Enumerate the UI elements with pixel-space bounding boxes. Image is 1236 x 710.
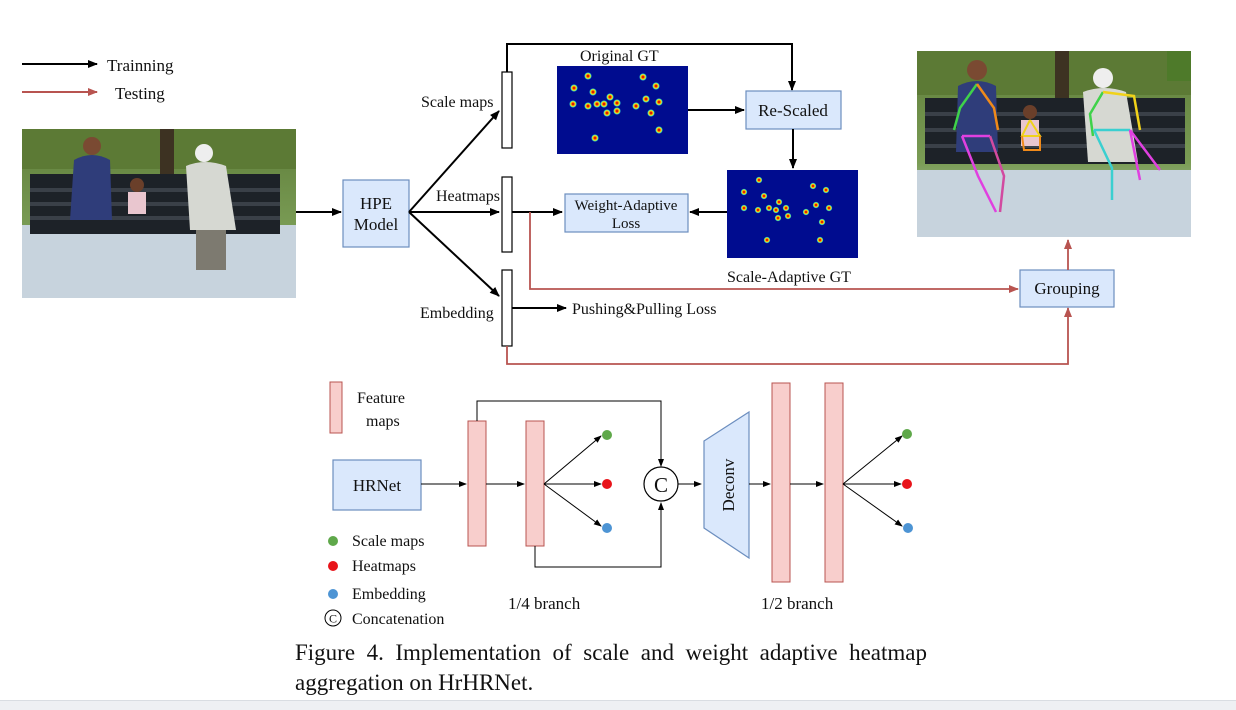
pushing-pulling-label: Pushing&Pulling Loss bbox=[572, 301, 716, 318]
model-to-embedding-arrow bbox=[408, 211, 500, 297]
quarter-branch-label: 1/4 branch bbox=[508, 594, 581, 613]
grouping-box: Grouping bbox=[1019, 269, 1115, 308]
heatmaps-label: Heatmaps bbox=[436, 188, 500, 205]
rescaled-box: Re-Scaled bbox=[745, 90, 842, 130]
hpe-model-label-1: HPE bbox=[360, 194, 392, 213]
legend-testing: Testing bbox=[22, 84, 165, 103]
original-gt-label: Original GT bbox=[580, 48, 659, 65]
scale-adaptive-gt-heatmap bbox=[727, 170, 858, 258]
embedding-legend-dot bbox=[328, 589, 338, 599]
scale-maps-output bbox=[501, 71, 513, 149]
hpe-model-label-2: Model bbox=[354, 215, 399, 234]
heatmaps-legend-label: Heatmaps bbox=[352, 558, 416, 575]
concat-node: C bbox=[643, 466, 679, 502]
half-heatmap-dot bbox=[902, 479, 912, 489]
original-gt-heatmap bbox=[557, 66, 688, 154]
hrnet-label: HRNet bbox=[353, 476, 401, 495]
heatmaps-legend-dot bbox=[328, 561, 338, 571]
rescaled-label: Re-Scaled bbox=[758, 101, 828, 120]
model-to-scale-arrow bbox=[408, 110, 500, 213]
quarter-feature-map-2 bbox=[525, 420, 545, 547]
half-scale-head-arrow bbox=[842, 435, 903, 485]
heatmap-to-grouping-test-arrow bbox=[529, 212, 1019, 293]
embedding-output bbox=[501, 269, 513, 347]
hrnet-box: HRNet bbox=[332, 459, 422, 511]
weight-adaptive-loss-box: Weight-Adaptive Loss bbox=[564, 193, 689, 233]
concat-symbol: C bbox=[654, 473, 668, 497]
deconv-label: Deconv bbox=[719, 458, 738, 511]
half-scale-dot bbox=[902, 429, 912, 439]
scale-maps-label: Scale maps bbox=[421, 94, 493, 111]
scale-to-rescaled-arrow bbox=[506, 43, 796, 91]
heads-to-concat-arrow bbox=[534, 502, 664, 568]
hpe-model-box: HPE Model bbox=[342, 179, 410, 248]
half-embedding-dot bbox=[903, 523, 913, 533]
quarter-embedding-head-arrow bbox=[543, 483, 602, 527]
training-label: Trainning bbox=[107, 56, 174, 75]
feature-maps-label-1: Feature bbox=[357, 390, 405, 407]
half-branch-label: 1/2 branch bbox=[761, 594, 834, 613]
testing-label: Testing bbox=[115, 84, 165, 103]
legend-training: Trainning bbox=[22, 56, 174, 75]
skip-to-concat-arrow bbox=[476, 400, 664, 467]
quarter-scale-dot bbox=[602, 430, 612, 440]
embedding-to-grouping-test-arrow bbox=[506, 307, 1072, 365]
heatmaps-output bbox=[501, 176, 513, 253]
concatenation-legend-icon: C bbox=[324, 609, 342, 627]
quarter-heatmap-dot bbox=[602, 479, 612, 489]
feature-maps-legend-swatch bbox=[329, 381, 343, 434]
input-photo bbox=[22, 129, 296, 298]
half-feature-map-1 bbox=[771, 382, 791, 583]
embedding-legend-label: Embedding bbox=[352, 586, 426, 603]
figure-caption: Figure 4. Implementation of scale and we… bbox=[295, 640, 927, 695]
concatenation-legend-label: Concatenation bbox=[352, 611, 444, 628]
half-embedding-head-arrow bbox=[842, 483, 903, 527]
viewer-bottom-bar bbox=[0, 700, 1236, 710]
weight-adaptive-label-2: Loss bbox=[612, 216, 641, 232]
embedding-label: Embedding bbox=[420, 305, 494, 322]
quarter-feature-map-1 bbox=[467, 420, 487, 547]
half-feature-map-2 bbox=[824, 382, 844, 583]
quarter-embedding-dot bbox=[602, 523, 612, 533]
deconv-block: Deconv bbox=[703, 410, 750, 560]
scale-maps-legend-label: Scale maps bbox=[352, 533, 424, 550]
grouping-label: Grouping bbox=[1034, 279, 1100, 298]
scale-adaptive-gt-label: Scale-Adaptive GT bbox=[727, 269, 851, 286]
weight-adaptive-label-1: Weight-Adaptive bbox=[575, 198, 678, 214]
feature-maps-label-2: maps bbox=[366, 413, 400, 430]
quarter-scale-head-arrow bbox=[543, 435, 602, 485]
svg-text:C: C bbox=[329, 612, 337, 626]
scale-maps-legend-dot bbox=[328, 536, 338, 546]
result-photo bbox=[917, 51, 1191, 237]
